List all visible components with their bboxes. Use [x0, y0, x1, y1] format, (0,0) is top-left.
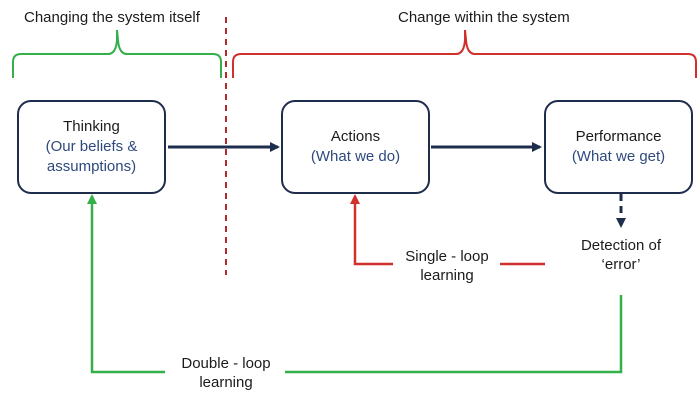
detection-line1: Detection of — [580, 237, 662, 254]
actions-title: Actions — [330, 128, 381, 145]
thinking-subtitle-line2: assumptions) — [46, 158, 137, 175]
thinking-box: Thinking (Our beliefs & assumptions) — [17, 100, 166, 194]
performance-box: Performance (What we get) — [544, 100, 693, 194]
actions-box: Actions (What we do) — [281, 100, 430, 194]
header-right-label: Change within the system — [398, 9, 570, 26]
double-loop-path — [92, 196, 623, 374]
actions-subtitle: (What we do) — [310, 148, 401, 165]
double-loop-line2: learning — [199, 374, 253, 391]
single-loop-label: Single - loop learning — [392, 247, 502, 285]
performance-subtitle: (What we get) — [571, 148, 666, 165]
thinking-title: Thinking — [63, 118, 120, 135]
left-brace — [12, 29, 222, 78]
double-loop-label: Double - loop learning — [168, 354, 284, 392]
single-loop-path — [355, 196, 545, 266]
double-loop-line1: Double - loop — [181, 355, 271, 372]
single-loop-line1: Single - loop — [405, 248, 489, 265]
detection-label: Detection of ‘error’ — [561, 236, 681, 274]
thinking-subtitle-line1: (Our beliefs & — [45, 138, 138, 155]
detection-line2: ‘error’ — [601, 256, 641, 273]
header-left-label: Changing the system itself — [24, 9, 200, 26]
single-loop-line2: learning — [420, 267, 474, 284]
right-brace — [232, 29, 697, 78]
performance-title: Performance — [575, 128, 662, 145]
